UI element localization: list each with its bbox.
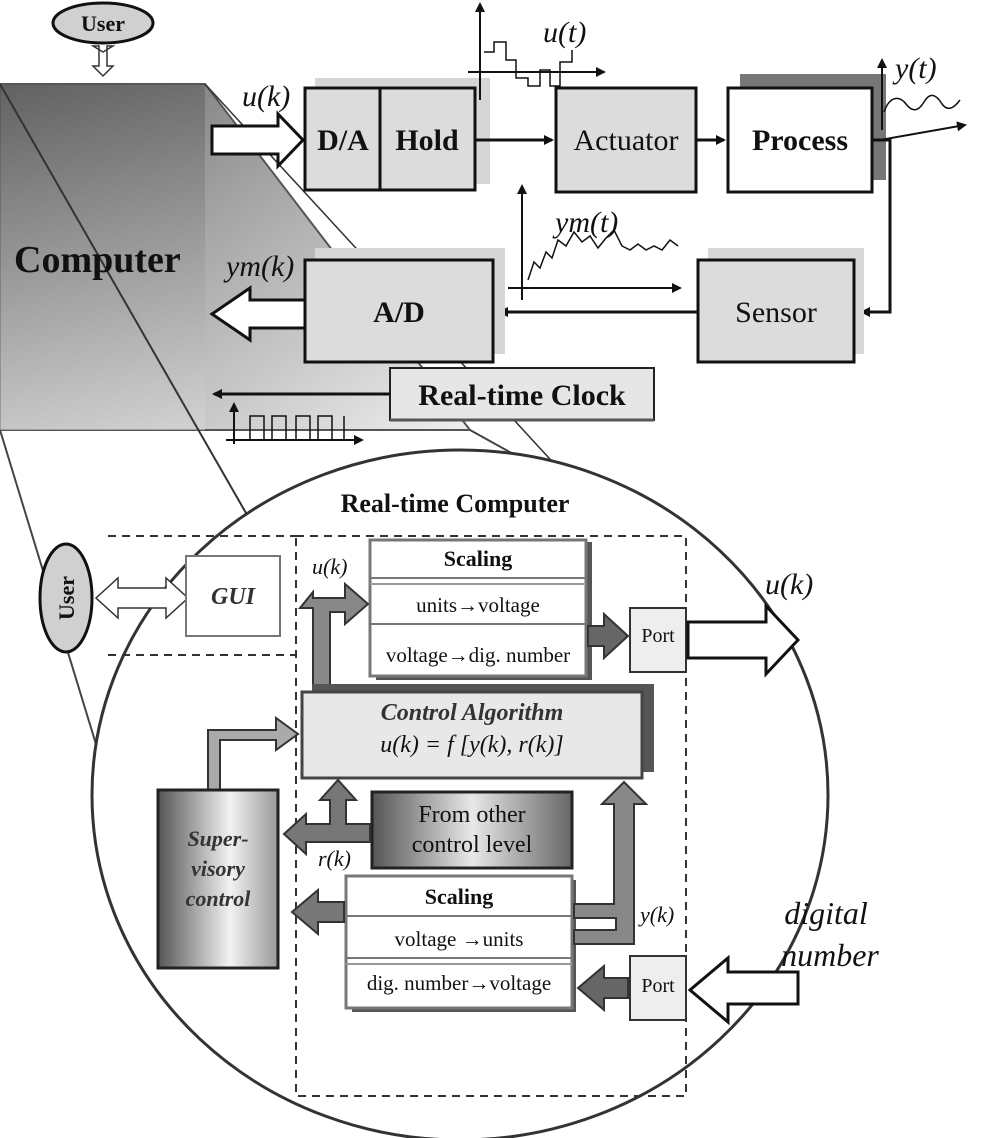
ut-signal-plot: u(t) <box>468 2 606 100</box>
control-algorithm-block: Control Algorithm u(k) = f [y(k), r(k)] <box>300 684 654 780</box>
hold-label: Hold <box>395 124 459 157</box>
detail-user-label: User <box>54 576 79 620</box>
yk-arrow-icon <box>573 780 649 945</box>
updown-arrow-icon <box>90 45 116 78</box>
scaling-out-block: Scaling units→voltage voltage→dig. numbe… <box>368 538 592 680</box>
supervisory-line3: control <box>186 886 252 911</box>
to-supervisory-arrow-icon <box>290 887 345 937</box>
rk-arrow-icon <box>282 778 371 857</box>
clock-pulse-plot <box>226 402 364 445</box>
gui-label: GUI <box>211 584 257 610</box>
sensor-label: Sensor <box>735 296 817 329</box>
supervisory-to-algo-arrow-icon <box>207 716 300 791</box>
port-out-block: Port <box>629 607 687 673</box>
port-out-label: Port <box>641 625 675 647</box>
process-label: Process <box>752 124 848 157</box>
actuator-block: Actuator <box>554 86 698 194</box>
digital-number-block-arrow-icon <box>687 954 800 1026</box>
ymt-label: ym(t) <box>552 206 618 239</box>
process-block: Process <box>726 74 886 194</box>
sensor-block: Sensor <box>696 248 864 364</box>
scaling-out-title: Scaling <box>444 546 512 571</box>
detail-user: User <box>38 542 94 654</box>
ad-block: A/D <box>303 248 505 364</box>
top-user-label: User <box>81 11 125 36</box>
yt-label: y(t) <box>892 52 937 85</box>
supervisory-line1: Super- <box>187 826 248 851</box>
da-label: D/A <box>317 124 369 157</box>
digital-number-line2: number <box>781 937 879 973</box>
ad-label: A/D <box>373 296 425 329</box>
clock-label: Real-time Clock <box>418 379 626 412</box>
other-level-line1: From other <box>418 802 525 828</box>
uk-right-label: u(k) <box>765 568 813 601</box>
scaling-in-row1: voltage →units <box>395 927 524 951</box>
supervisory-line2: visory <box>191 856 245 881</box>
ymk-label: ym(k) <box>223 250 294 283</box>
top-user: User <box>51 1 155 78</box>
control-algo-title: Control Algorithm <box>381 700 564 726</box>
detail-title: Real-time Computer <box>341 489 570 518</box>
scaling-in-block: Scaling voltage →units dig. number→volta… <box>344 874 576 1012</box>
realtime-clock-block: Real-time Clock <box>389 367 655 422</box>
up-to-scaling-arrow-icon <box>297 581 370 687</box>
yk-label: y(k) <box>638 902 674 927</box>
digital-number-line1: digital <box>784 895 868 931</box>
uk-top-label: u(k) <box>242 80 290 113</box>
computer-label: Computer <box>14 239 181 281</box>
control-algo-formula: u(k) = f [y(k), r(k)] <box>380 732 563 758</box>
from-port-in-arrow-icon <box>576 963 629 1013</box>
rk-label: r(k) <box>318 846 351 871</box>
ymt-signal-plot: ym(t) <box>508 184 682 300</box>
scaling-out-row2: voltage→dig. number <box>386 643 570 667</box>
uk-left-label: u(k) <box>312 554 347 579</box>
to-port-out-arrow-icon <box>587 611 630 661</box>
da-hold-block: D/A Hold <box>303 78 490 192</box>
port-in-label: Port <box>641 975 675 997</box>
ut-label: u(t) <box>543 16 586 49</box>
other-level-line2: control level <box>412 832 533 858</box>
yt-signal-plot: y(t) <box>877 52 967 141</box>
scaling-out-row1: units→voltage <box>416 593 540 617</box>
other-control-level-block: From other control level <box>370 790 574 870</box>
scaling-in-row2: dig. number→voltage <box>367 971 551 995</box>
actuator-label: Actuator <box>574 124 679 157</box>
ymk-block-arrow-icon <box>209 285 307 343</box>
supervisory-control-block: Super- visory control <box>156 788 280 970</box>
port-in-block: Port <box>629 955 687 1021</box>
gui-block: GUI <box>185 555 281 637</box>
realtime-computer-detail: Real-time Computer User GUI Scaling unit… <box>38 448 879 1138</box>
scaling-in-title: Scaling <box>425 884 493 909</box>
uk-block-arrow-icon <box>210 110 306 170</box>
uk-out-block-arrow-icon <box>686 602 801 678</box>
